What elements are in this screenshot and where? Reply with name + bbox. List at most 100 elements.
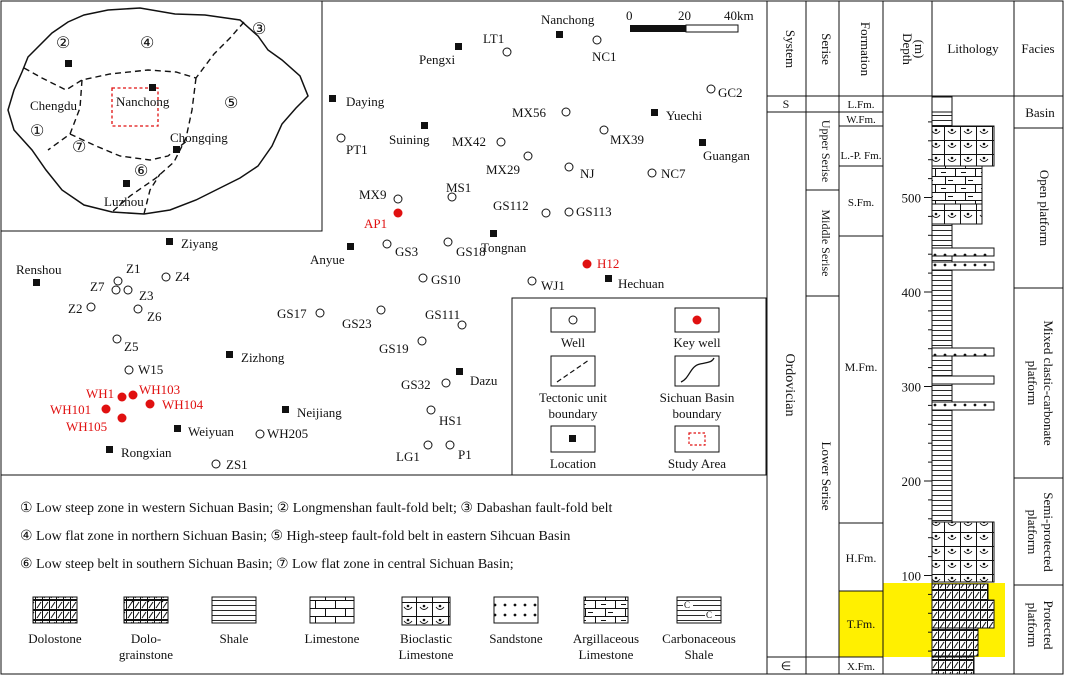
- system-ordovician: Ordovician: [782, 354, 797, 417]
- location-marker: [605, 275, 612, 282]
- location-marker: [226, 351, 233, 358]
- header-system: System: [783, 30, 798, 68]
- location-marker: [651, 109, 658, 116]
- location-marker: [455, 43, 462, 50]
- well-marker: [564, 162, 574, 172]
- well-label: GS112: [493, 198, 529, 213]
- svg-text:Mixed clastic-carbonate: Mixed clastic-carbonate: [1041, 320, 1056, 445]
- series-upper: Upper Serise: [819, 120, 833, 182]
- formation-label: X.Fm.: [847, 661, 875, 673]
- zone-note-line: ⑥ Low steep belt in southern Sichuan Bas…: [20, 557, 514, 572]
- argillaceous-swatch: [583, 596, 629, 624]
- well-marker: [647, 168, 657, 178]
- key-well-label: WH101: [50, 402, 91, 417]
- well-marker: [417, 336, 427, 346]
- key-well-marker: [128, 390, 138, 400]
- zone-number-1: ①: [30, 123, 44, 140]
- key-well-label: WH104: [162, 397, 204, 412]
- well-label: GS18: [456, 244, 486, 259]
- system-s: S: [783, 97, 790, 111]
- well-label: GS17: [277, 306, 307, 321]
- facies-mixed: Mixed clastic-carbonate platform: [1025, 320, 1056, 445]
- wells: LT1 NC1 GC2 MX56 PT1 MX42 MX39 MX29 NJ N…: [68, 31, 743, 472]
- sichuan-basin-boundary: [7, 7, 309, 215]
- depth-tick-label: 100: [902, 569, 922, 584]
- carbon-glyph: C: [684, 600, 690, 610]
- legend-limestone: Limestone: [305, 631, 360, 646]
- scale-label-zero: 0: [626, 8, 633, 23]
- series-lower: Lower Serise: [819, 442, 834, 511]
- location-marker: [65, 60, 72, 67]
- location-label: Suining: [389, 132, 430, 147]
- well-marker: [561, 107, 571, 117]
- legend-tectonic-2: boundary: [548, 406, 598, 421]
- legend-bioclastic-2: Limestone: [399, 647, 454, 662]
- well-label: P1: [458, 447, 472, 462]
- zone-number-5: ⑤: [224, 95, 238, 112]
- well-marker: [564, 207, 574, 217]
- well-marker: [441, 378, 451, 388]
- well-label: MS1: [446, 180, 471, 195]
- depth-axis: 100 200 300 400 500: [902, 121, 932, 652]
- locations: Nanchong Pengxi Daying Yuechi Suining Gu…: [16, 12, 750, 460]
- well-label: HS1: [439, 413, 462, 428]
- tectonic-boundary: [47, 79, 83, 151]
- series-middle: Middle Serise: [819, 210, 833, 277]
- well-marker: [111, 285, 121, 295]
- well-marker: [86, 302, 96, 312]
- key-well-marker: [145, 399, 155, 409]
- depth-tick-label: 300: [902, 380, 922, 395]
- inset-label-luzhou: Luzhou: [104, 194, 144, 209]
- svg-text:Semi-protected: Semi-protected: [1041, 492, 1056, 572]
- lithology-column: [931, 96, 995, 675]
- location-marker: [123, 180, 130, 187]
- well-marker: [418, 273, 428, 283]
- well-marker: [336, 133, 346, 143]
- well-label: MX42: [452, 134, 486, 149]
- well-marker: [496, 137, 506, 147]
- legend-argillaceous-1: Argillaceous: [573, 631, 639, 646]
- legend-carbonaceous-2: Shale: [685, 647, 714, 662]
- well-marker: [161, 272, 171, 282]
- location-marker: [556, 31, 563, 38]
- svg-text:platform: platform: [1025, 361, 1040, 406]
- well-label: NJ: [580, 166, 594, 181]
- location-label: Dazu: [470, 373, 498, 388]
- well-marker: [447, 192, 457, 202]
- map-panel: Chengdu Nanchong Chongqing Luzhou ① ② ③ …: [0, 0, 768, 675]
- carbonaceous-swatch: C C: [676, 596, 722, 624]
- well-marker: [382, 239, 392, 249]
- map-legend: Well Key well Tectonic unit boundary Sic…: [511, 297, 767, 476]
- well-marker: [706, 84, 716, 94]
- location-label: Rongxian: [121, 445, 172, 460]
- well-label: WJ1: [541, 278, 565, 293]
- well-label: MX29: [486, 162, 520, 177]
- column-frame: [766, 0, 1064, 675]
- well-marker: [445, 440, 455, 450]
- limestone-swatch: [309, 596, 355, 624]
- legend-basin-2: boundary: [672, 406, 722, 421]
- location-label: Anyue: [310, 252, 345, 267]
- facies-basin: Basin: [1025, 105, 1055, 120]
- depth-tick-label: 500: [902, 191, 922, 206]
- depth-tick-label: 200: [902, 474, 922, 489]
- sandstone-swatch: [493, 596, 539, 624]
- key-well-label: WH103: [139, 382, 180, 397]
- well-marker: [457, 320, 467, 330]
- well-marker: [502, 47, 512, 57]
- location-label: Neijiang: [297, 405, 342, 420]
- tectonic-boundary: [23, 21, 245, 91]
- header-facies: Facies: [1021, 41, 1054, 56]
- location-marker: [456, 368, 463, 375]
- well-label: GS111: [425, 307, 460, 322]
- location-label: Tongnan: [481, 240, 527, 255]
- zone-number-4: ④: [140, 35, 154, 52]
- location-label: Renshou: [16, 262, 62, 277]
- legend-argillaceous-2: Limestone: [579, 647, 634, 662]
- zone-note-line: ① Low steep zone in western Sichuan Basi…: [20, 501, 613, 516]
- well-label: Z6: [147, 309, 162, 324]
- depth-tick-label: 400: [902, 285, 922, 300]
- well-label: ZS1: [226, 457, 248, 472]
- well-marker: [112, 334, 122, 344]
- location-marker: [699, 139, 706, 146]
